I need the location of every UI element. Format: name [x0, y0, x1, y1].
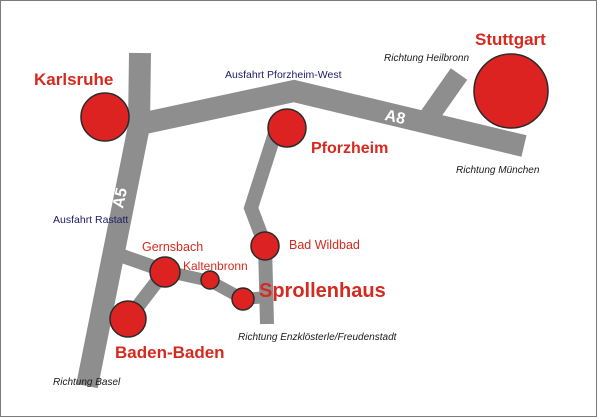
label-direction-heilbronn: Richtung Heilbronn	[384, 53, 469, 64]
label-bad-wildbad: Bad Wildbad	[289, 238, 360, 252]
marker-bad-wildbad	[250, 231, 280, 261]
marker-sprollenhaus	[231, 287, 255, 311]
highway-label-a5: A5	[110, 186, 131, 210]
label-direction-enzkloesterle: Richtung Enzklösterle/Freudenstadt	[238, 332, 398, 343]
label-stuttgart: Stuttgart	[475, 30, 546, 49]
marker-pforzheim	[267, 108, 307, 148]
marker-kaltenbronn	[200, 270, 220, 290]
label-exit-rastatt: Ausfahrt Rastatt	[53, 214, 128, 226]
label-kaltenbronn: Kaltenbronn	[183, 259, 248, 273]
label-exit-pforzheim-west: Ausfahrt Pforzheim-West	[225, 69, 342, 81]
marker-stuttgart	[473, 53, 549, 129]
label-karlsruhe: Karlsruhe	[34, 70, 113, 89]
label-direction-muenchen: Richtung München	[456, 165, 540, 176]
marker-karlsruhe	[80, 92, 130, 142]
road-kaltenbronn	[163, 265, 268, 306]
marker-baden-baden	[109, 300, 147, 338]
marker-gernsbach	[149, 256, 181, 288]
label-direction-basel: Richtung Basel	[53, 377, 121, 388]
highway-label-a8: A8	[383, 107, 407, 128]
label-gernsbach: Gernsbach	[142, 240, 203, 254]
road-heilbronn	[417, 68, 468, 127]
label-sprollenhaus: Sprollenhaus	[259, 280, 386, 302]
road-pforzheim-south	[243, 124, 284, 325]
label-baden-baden: Baden-Baden	[115, 343, 225, 362]
road-a8	[128, 79, 527, 157]
city-markers	[80, 53, 549, 338]
label-pforzheim: Pforzheim	[311, 140, 388, 157]
